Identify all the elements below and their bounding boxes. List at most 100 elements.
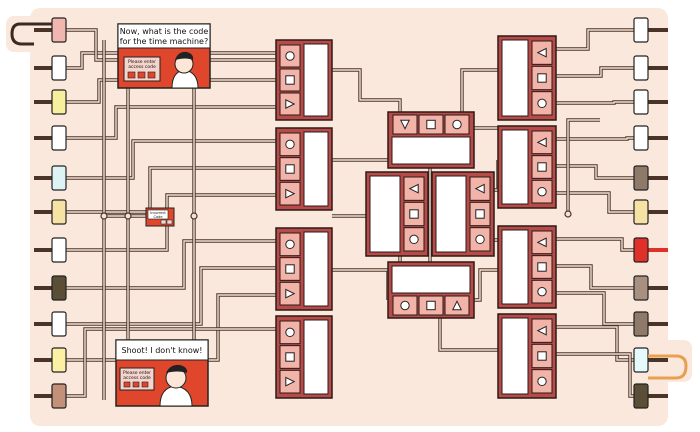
input-plug — [51, 17, 67, 43]
plug-lead — [648, 358, 668, 362]
plug-lead — [648, 322, 668, 326]
wire-core — [552, 292, 640, 325]
circle-icon — [285, 51, 295, 61]
module-screen — [501, 39, 529, 117]
output-plug — [633, 347, 649, 373]
output-plug — [633, 237, 649, 263]
output-plug — [633, 17, 649, 43]
wire-core — [552, 101, 640, 104]
wire-core — [552, 192, 640, 213]
loop-cable — [648, 354, 688, 380]
junction-dot — [124, 212, 132, 220]
module-screen — [303, 319, 329, 395]
circle-icon — [475, 234, 485, 245]
square-icon — [426, 119, 436, 130]
module-screen — [303, 231, 329, 307]
logic-module — [497, 313, 557, 399]
square-icon — [285, 164, 295, 174]
output-plug — [633, 199, 649, 225]
square-icon — [537, 351, 547, 361]
junction-dot — [100, 212, 108, 220]
wires — [60, 28, 640, 400]
square-icon — [285, 352, 295, 362]
key-icon — [160, 219, 167, 225]
triangle-icon — [285, 188, 296, 199]
comic-panel-bottom: Shoot! I don't know! Please enter access… — [115, 339, 209, 407]
logic-module — [275, 127, 333, 211]
module-screen — [501, 229, 529, 305]
device-text-1: Please enter — [123, 370, 151, 376]
output-plug — [633, 275, 649, 301]
wire-core — [552, 67, 640, 77]
device-text-1: Please enter — [128, 59, 156, 65]
logic-module — [275, 227, 333, 311]
logic-module — [497, 35, 557, 121]
wire-core — [567, 119, 600, 214]
square-icon — [409, 209, 419, 219]
plug-lead — [648, 210, 668, 214]
circle-icon — [285, 327, 295, 338]
output-plug — [633, 383, 649, 409]
junction-dot — [564, 210, 572, 218]
logic-module — [387, 111, 475, 169]
output-plug — [633, 311, 649, 337]
speech-text-2: for the time machine? — [120, 37, 208, 46]
input-plug — [51, 165, 67, 191]
triangle-icon — [474, 183, 485, 194]
device-text-2: access code — [128, 64, 156, 70]
triangle-icon — [536, 47, 547, 58]
triangle-icon — [536, 325, 547, 336]
junction-dot — [190, 212, 198, 220]
circle-icon — [537, 376, 547, 387]
plug-lead — [648, 286, 668, 290]
square-icon — [475, 209, 485, 219]
output-plug — [633, 125, 649, 151]
input-plug — [51, 311, 67, 337]
wire-core — [60, 328, 280, 397]
key-icon — [137, 71, 146, 79]
error-screen — [147, 209, 169, 220]
triangle-icon — [536, 237, 547, 248]
speech-text: Shoot! I don't know! — [122, 346, 203, 355]
plug-lead — [648, 66, 668, 70]
module-screen — [391, 265, 471, 294]
device-text-1: Incorrect — [150, 211, 166, 215]
logic-module — [497, 125, 557, 209]
wire-core — [461, 69, 498, 112]
plug-lead — [34, 248, 52, 252]
plug-lead — [34, 176, 52, 180]
triangle-icon — [399, 119, 411, 130]
triangle-icon — [285, 288, 296, 299]
square-icon — [426, 300, 436, 311]
logic-module — [365, 171, 429, 257]
plug-lead — [648, 248, 668, 252]
wire-core — [552, 265, 640, 289]
key-icon — [127, 71, 136, 79]
comic-panel-top: Now, what is the code for the time machi… — [117, 23, 211, 89]
key-icon — [166, 219, 173, 225]
wire-core — [60, 140, 280, 179]
module-screen — [501, 129, 529, 205]
plug-lead — [34, 210, 52, 214]
plug-lead — [34, 394, 52, 398]
circle-icon — [409, 234, 419, 245]
device-text-2: Code — [154, 215, 163, 219]
wire-core — [60, 240, 280, 289]
logic-module — [431, 171, 495, 257]
circle-icon — [537, 98, 547, 109]
plug-lead — [34, 66, 52, 70]
modules — [275, 35, 557, 399]
circle-icon — [285, 239, 295, 250]
triangle-icon — [285, 376, 296, 387]
speech-text-1: Now, what is the code — [120, 27, 209, 36]
logic-module — [497, 225, 557, 309]
plug-lead — [34, 322, 52, 326]
input-plug — [51, 199, 67, 225]
comic-panel-middle: Incorrect Code — [145, 207, 175, 227]
plug-lead — [34, 136, 52, 140]
plug-lead — [648, 394, 668, 398]
speech-bubble — [115, 339, 209, 361]
module-screen — [391, 136, 471, 165]
input-plug — [51, 125, 67, 151]
speech-bubble — [117, 23, 211, 49]
